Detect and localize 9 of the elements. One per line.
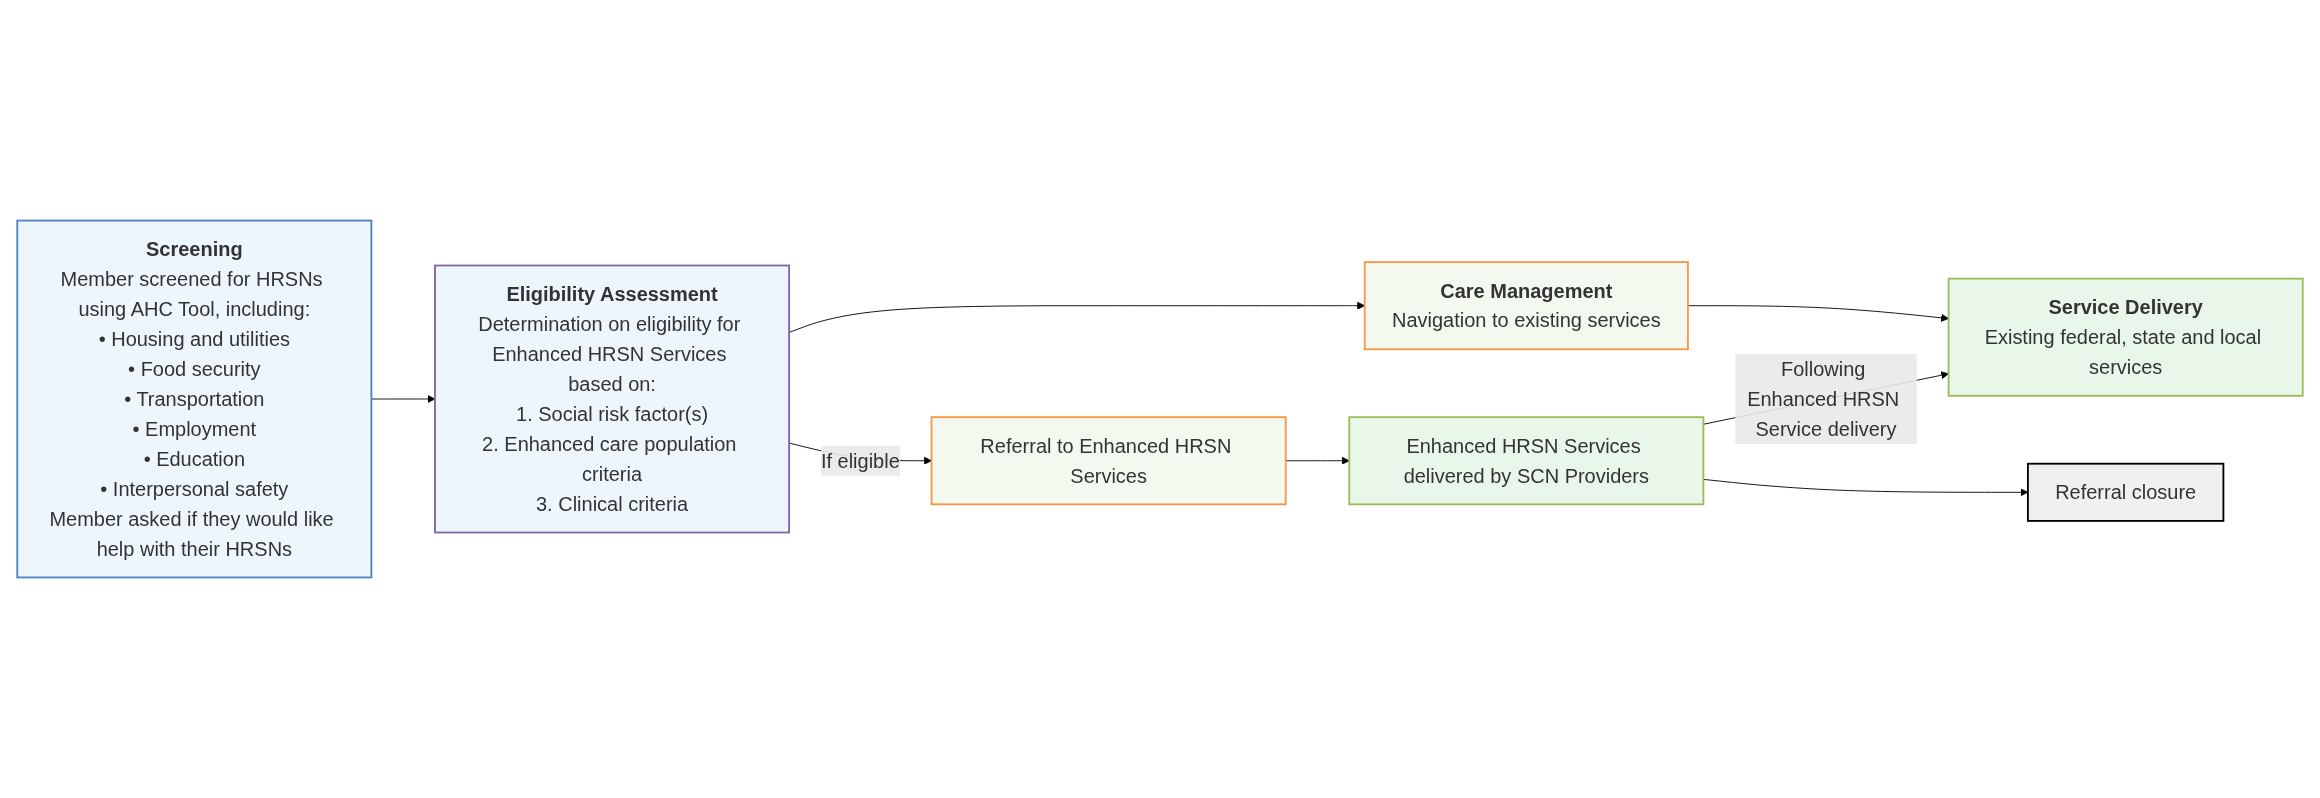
edge-label: Following Enhanced HRSN Service delivery — [1747, 357, 1900, 441]
node-box: Referral to Enhanced HRSN Services — [930, 416, 1287, 506]
node-box: Service Delivery Existing federal, state and local services — [1947, 277, 2304, 397]
node-box: Enhanced HRSN Services delivered by SCN Providers — [1348, 416, 1705, 506]
node-box: Eligibility Assessment Determination on eligibility for Enhanced HRSN Services based on: 1. Social risk factor(s) 2. Enhanced care population criteria 3. Clinical criteria — [434, 264, 791, 534]
node-box: Referral closure — [2027, 462, 2225, 522]
node-box: Screening Member screened for HRSNs using AHC Tool, including: • Housing and utilities • Food security • Transportation • Employment • Education • Interpersonal safety Member asked if they would like help with their HRSNs — [16, 219, 373, 579]
node-box: Care Management Navigation to existing services — [1363, 261, 1689, 351]
edge-label: If eligible — [820, 449, 900, 473]
